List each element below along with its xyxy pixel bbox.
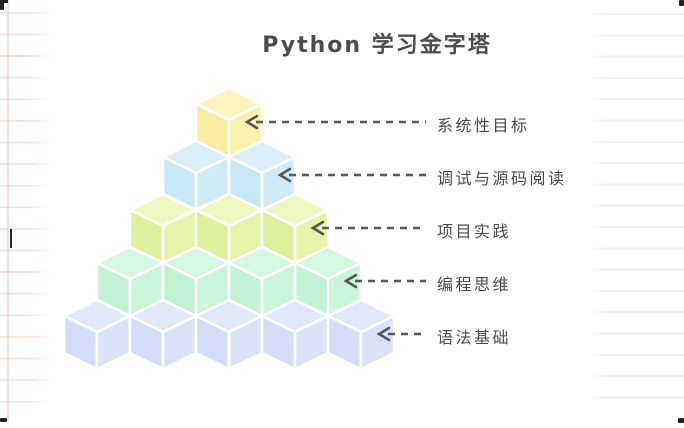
arrow-head-icon [310,220,325,236]
level-label-debug-source-reading: 调试与源码阅读 [437,169,567,188]
level-label-syntax-basics: 语法基础 [437,328,512,347]
cube-syntax-basics-1 [62,298,132,371]
corner-mark-bottom-right [678,418,684,423]
arrow-head-icon [376,326,391,342]
corner-mark-bottom-left [0,418,7,422]
arrow-programming-thinking [343,273,426,289]
cube-syntax-basics-3 [194,298,264,371]
arrow-systematic-goals [244,114,426,130]
level-label-project-practice: 项目实践 [437,222,512,241]
arrow-head-icon [277,167,292,183]
arrow-head-icon [244,114,259,130]
arrow-head-icon [343,273,358,289]
corner-mark-top-left [0,0,8,10]
level-label-programming-thinking: 编程思维 [437,275,512,294]
cube-syntax-basics-5 [326,298,396,371]
cube-syntax-basics-2 [128,298,198,371]
diagram-title: Python 学习金字塔 [262,33,492,58]
cube-programming-thinking-4 [293,245,363,318]
arrow-debug-source-reading [277,167,426,183]
corner-mark-top-right [679,0,684,6]
arrow-syntax-basics [376,326,426,342]
cube-syntax-basics-4 [260,298,330,371]
cursor-mark [10,229,12,248]
cube-project-practice-2 [194,192,264,265]
level-label-systematic-goals: 系统性目标 [437,116,530,135]
arrow-project-practice [310,220,426,236]
